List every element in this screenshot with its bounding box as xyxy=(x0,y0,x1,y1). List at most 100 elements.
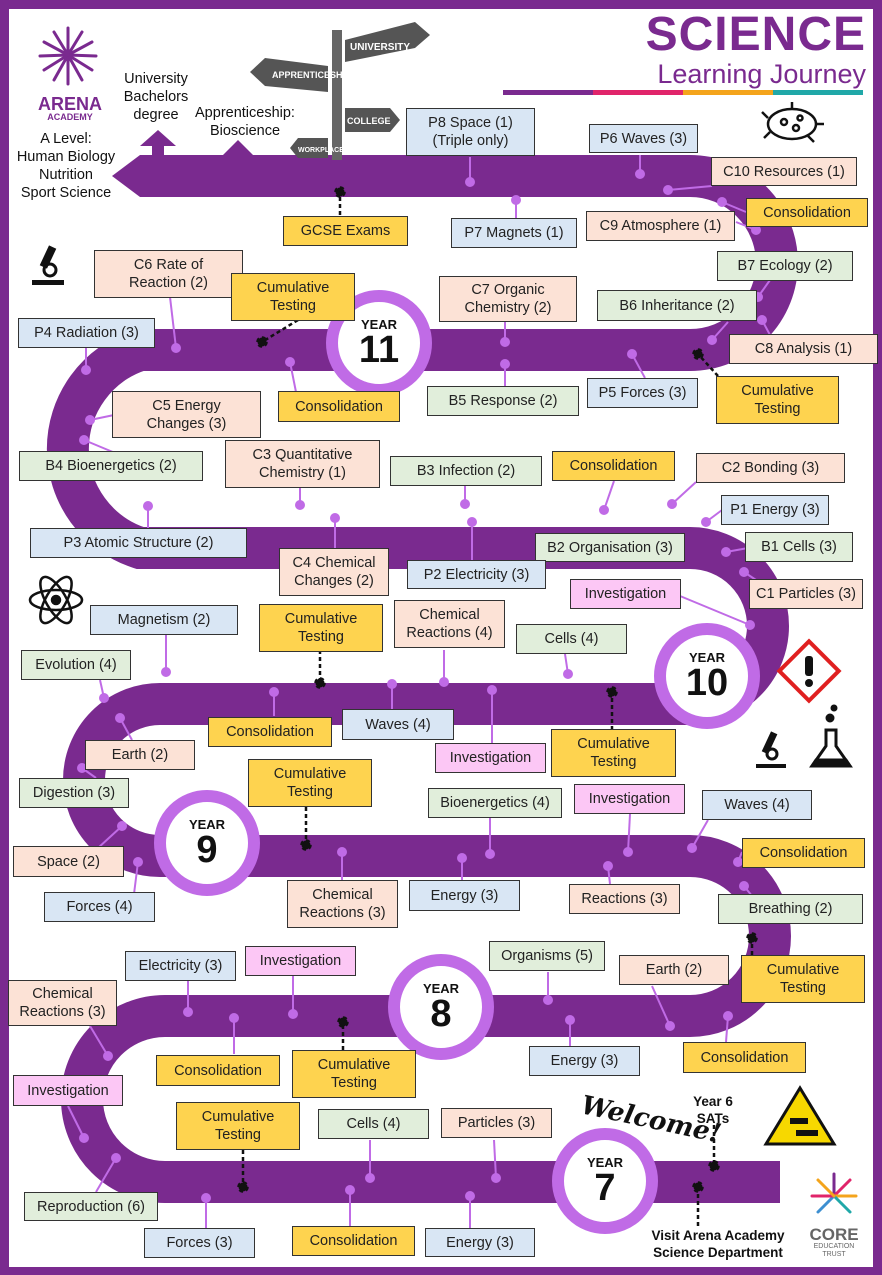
microscope-icon xyxy=(32,245,64,285)
topic-cells-y9: Cells (4) xyxy=(516,624,627,654)
topic-space-y8: Space (2) xyxy=(13,846,124,877)
topic-breathing: Breathing (2) xyxy=(718,894,863,924)
corrosive-hazard-icon xyxy=(763,1085,837,1146)
topic-p3-atomic-structure: P3 Atomic Structure (2) xyxy=(30,528,247,558)
topic-organisms: Organisms (5) xyxy=(489,941,605,971)
topic-c9-atmosphere: C9 Atmosphere (1) xyxy=(586,211,735,241)
consolidation-y11-2: Consolidation xyxy=(278,391,400,422)
topic-chemical-reactions-y9: Chemical Reactions (4) xyxy=(394,600,505,648)
topic-chemical-reactions-y8: Chemical Reactions (3) xyxy=(287,880,398,928)
cumulative-testing-y7-2: Cumulative Testing xyxy=(292,1050,416,1098)
consolidation-y10: Consolidation xyxy=(552,451,675,481)
topic-p6-waves: P6 Waves (3) xyxy=(589,124,698,153)
topic-energy-y8: Energy (3) xyxy=(409,880,520,911)
topic-cells-y7: Cells (4) xyxy=(318,1109,429,1139)
topic-c10-resources: C10 Resources (1) xyxy=(711,157,857,186)
cumulative-testing-y11-2: Cumulative Testing xyxy=(716,376,839,424)
topic-evolution: Evolution (4) xyxy=(21,650,131,680)
topic-electricity-y7: Electricity (3) xyxy=(125,951,236,981)
investigation-y10: Investigation xyxy=(570,579,681,609)
core-logo-mark xyxy=(810,1172,858,1214)
topic-b7-ecology: B7 Ecology (2) xyxy=(717,251,853,281)
arena-logo-name: ARENA xyxy=(37,94,102,114)
title-block: SCIENCE Learning Journey xyxy=(645,8,866,89)
arena-logo-mark xyxy=(38,26,98,86)
topic-b5-response: B5 Response (2) xyxy=(427,386,579,416)
page-subtitle: Learning Journey xyxy=(657,59,866,89)
hazard-warning-icon xyxy=(776,638,842,704)
gcse-exams: GCSE Exams xyxy=(283,216,408,246)
topic-bioenergetics-y8: Bioenergetics (4) xyxy=(428,788,562,818)
investigation-y9: Investigation xyxy=(435,743,546,773)
topic-p7-magnets: P7 Magnets (1) xyxy=(451,218,577,248)
consolidation-y7-3: Consolidation xyxy=(292,1226,415,1256)
topic-earth-y7: Earth (2) xyxy=(619,955,729,985)
microscope-small-icon xyxy=(756,731,786,768)
topic-forces-y7: Forces (3) xyxy=(144,1228,255,1258)
visit-note: Visit Arena Academy Science Department xyxy=(651,1228,785,1260)
arrow-up-university xyxy=(140,130,176,146)
flask-icon xyxy=(809,704,853,768)
destination-university: University Bachelors degree xyxy=(123,71,189,123)
topic-p4-radiation: P4 Radiation (3) xyxy=(18,318,155,348)
topic-digestion: Digestion (3) xyxy=(19,778,129,808)
svg-text:APPRENTICESHIP: APPRENTICESHIP xyxy=(272,70,351,80)
topic-b6-inheritance: B6 Inheritance (2) xyxy=(597,290,757,321)
topic-c6-rate-of-reaction: C6 Rate of Reaction (2) xyxy=(94,250,243,298)
topic-c5-energy-changes: C5 Energy Changes (3) xyxy=(112,391,261,438)
investigation-y7-2: Investigation xyxy=(13,1075,123,1106)
topic-reactions-y8: Reactions (3) xyxy=(569,884,680,914)
page-title: SCIENCE xyxy=(645,8,866,61)
topic-energy-y7-1: Energy (3) xyxy=(529,1046,640,1076)
topic-p1-energy: P1 Energy (3) xyxy=(721,495,829,525)
topic-c1-particles: C1 Particles (3) xyxy=(749,579,863,609)
topic-b2-organisation: B2 Organisation (3) xyxy=(535,533,685,562)
topic-b4-bioenergetics: B4 Bioenergetics (2) xyxy=(19,451,203,481)
topic-reproduction: Reproduction (6) xyxy=(24,1192,158,1221)
consolidation-y8: Consolidation xyxy=(742,838,865,868)
topic-magnetism: Magnetism (2) xyxy=(90,605,238,635)
topic-c4-chemical-changes: C4 Chemical Changes (2) xyxy=(279,548,389,596)
destination-apprenticeship: Apprenticeship: Bioscience xyxy=(195,105,295,139)
topic-chemical-reactions-y7: Chemical Reactions (3) xyxy=(8,980,117,1026)
topic-waves-y8: Waves (4) xyxy=(702,790,812,820)
consolidation-y9: Consolidation xyxy=(208,717,332,747)
topic-forces-y8: Forces (4) xyxy=(44,892,155,922)
consolidation-y11-1: Consolidation xyxy=(746,198,868,227)
core-logo-name: CORE xyxy=(809,1225,859,1244)
topic-c8-analysis: C8 Analysis (1) xyxy=(729,334,878,364)
topic-b3-infection: B3 Infection (2) xyxy=(390,456,542,486)
topic-p2-electricity: P2 Electricity (3) xyxy=(407,560,546,589)
arrow-up-apprenticeship xyxy=(222,140,254,156)
topic-p5-forces: P5 Forces (3) xyxy=(587,378,698,408)
topic-p8-space: P8 Space (1) (Triple only) xyxy=(406,108,535,156)
svg-text:COLLEGE: COLLEGE xyxy=(347,116,391,126)
topic-b1-cells: B1 Cells (3) xyxy=(745,532,853,562)
arena-logo-sub: ACADEMY xyxy=(47,112,93,122)
investigation-y8: Investigation xyxy=(574,784,685,814)
connectors xyxy=(67,155,771,1228)
cumulative-testing-y9-2: Cumulative Testing xyxy=(551,729,676,777)
topic-c2-bonding: C2 Bonding (3) xyxy=(696,453,845,483)
cumulative-testing-y8: Cumulative Testing xyxy=(248,759,372,807)
atom-icon xyxy=(28,575,84,625)
investigation-y7-1: Investigation xyxy=(245,946,356,976)
signpost: UNIVERSITY APPRENTICESHIP COLLEGE WORKPL… xyxy=(250,22,430,160)
cumulative-testing-y9-1: Cumulative Testing xyxy=(259,604,383,652)
consolidation-y7-1: Consolidation xyxy=(156,1055,280,1086)
topic-energy-y7-2: Energy (3) xyxy=(425,1228,535,1257)
cumulative-testing-y7-3: Cumulative Testing xyxy=(176,1102,300,1150)
consolidation-y7-2: Consolidation xyxy=(683,1042,806,1073)
topic-particles-y7: Particles (3) xyxy=(441,1108,552,1138)
topic-earth-y9: Earth (2) xyxy=(85,740,195,770)
destination-alevel: A Level: Human Biology Nutrition Sport S… xyxy=(16,131,116,201)
topic-c3-quantitative-chemistry: C3 Quantitative Chemistry (1) xyxy=(225,440,380,488)
cumulative-testing-y11-1: Cumulative Testing xyxy=(231,273,355,321)
bacteria-icon xyxy=(761,102,824,143)
topic-waves-y9: Waves (4) xyxy=(342,709,454,740)
